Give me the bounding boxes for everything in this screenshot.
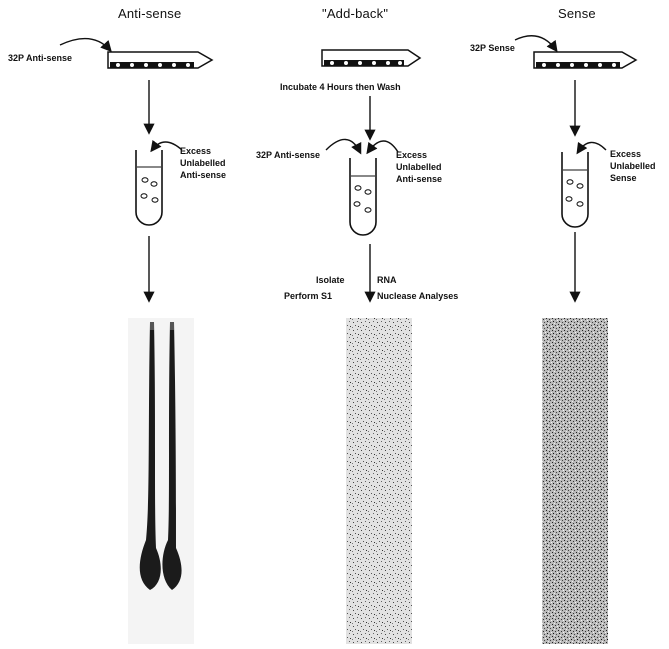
excess-arrow-2 [368,141,398,152]
gel-anti-sense [128,318,194,644]
gel-add-back [346,318,412,644]
tube-sense [562,152,588,227]
tube-anti-sense [136,150,162,225]
cell-dish-sense [534,52,636,68]
excess-arrow-3 [578,142,606,152]
excess-arrow-1 [152,142,182,150]
probe-arrow-3 [515,36,556,50]
cell-dish-anti-sense [108,52,212,68]
tube-add-back [350,158,376,235]
cell-dish-add-back [322,50,420,66]
gel-sense [542,318,608,644]
probe-arrow-2 [326,139,360,152]
probe-arrow-1 [60,39,110,50]
